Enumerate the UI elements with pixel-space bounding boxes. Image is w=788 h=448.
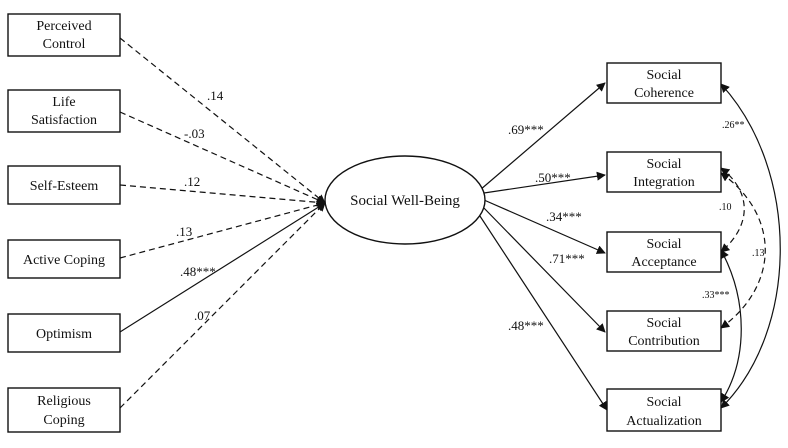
path-perceived-control [119,37,326,204]
outcome-label-line: Coherence [634,86,694,101]
predictor-label-line: Religious [37,394,91,409]
predictor-active-coping: Active Coping [7,239,121,279]
predictor-label-line: Satisfaction [31,113,97,128]
coef-social-contribution: .71*** [549,251,585,266]
coef-perceived-control: .14 [207,88,224,103]
outcome-label-line: Social [647,68,682,83]
path-to-contribution [480,204,606,333]
outcome-social-actualization: Social Actualization [606,388,722,432]
coef-optimism: .48*** [180,264,216,279]
path-to-coherence [479,82,606,191]
cov-coherence-actualization [720,83,781,409]
path-life-satisfaction [119,111,326,204]
predictor-optimism: Optimism [7,313,121,353]
cov-coef-integration-contribution: .13 [752,248,765,259]
outcome-label-line: Actualization [626,414,701,429]
coef-social-coherence: .69*** [508,122,544,137]
outcome-social-contribution: Social Contribution [606,310,722,352]
predictor-label-line: Perceived [36,19,91,34]
predictor-label-line: Control [43,37,86,52]
coef-self-esteem: .12 [184,174,200,189]
path-to-integration [483,171,606,194]
coef-social-integration: .50*** [535,170,571,185]
outcome-label-line: Social [647,157,682,172]
coef-social-acceptance: .34*** [546,209,582,224]
central-label: Social Well-Being [350,193,460,209]
outcome-social-integration: Social Integration [606,151,722,193]
outcome-social-acceptance: Social Acceptance [606,231,722,273]
outcome-label-line: Contribution [628,334,700,349]
outcome-label-line: Social [647,395,682,410]
predictor-perceived-control: Perceived Control [7,13,121,57]
path-self-esteem [119,184,326,207]
cov-acceptance-actualization [720,249,742,403]
path-optimism [119,202,326,333]
coef-social-actualization: .48*** [508,318,544,333]
predictor-label-line: Coping [43,413,84,428]
predictor-label-line: Life [52,95,75,110]
predictor-religious-coping: Religious Coping [7,387,121,433]
central-social-well-being: Social Well-Being [324,155,486,245]
cov-integration-contribution [720,172,766,329]
predictor-label-line: Optimism [36,327,92,342]
outcome-label-line: Social [647,237,682,252]
predictor-label-line: Self-Esteem [30,179,99,194]
outcome-label-line: Social [647,316,682,331]
path-active-coping [119,200,326,259]
path-to-actualization [475,209,608,411]
cov-coef-coherence-actualization: .26** [722,120,745,131]
predictor-label-line: Active Coping [23,253,105,268]
outcome-label-line: Acceptance [631,255,696,270]
coef-life-satisfaction: -.03 [184,126,205,141]
coef-religious-coping: .07 [194,308,211,323]
coef-active-coping: .13 [176,224,192,239]
path-religious-coping [119,202,326,409]
outcome-label-line: Integration [633,175,694,190]
cov-coef-acceptance-actualization: .33*** [702,290,730,301]
predictor-life-satisfaction: Life Satisfaction [7,89,121,133]
path-to-acceptance [483,199,606,254]
outcome-social-coherence: Social Coherence [606,62,722,104]
predictor-self-esteem: Self-Esteem [7,165,121,205]
cov-coef-integration-acceptance: .10 [719,202,732,213]
